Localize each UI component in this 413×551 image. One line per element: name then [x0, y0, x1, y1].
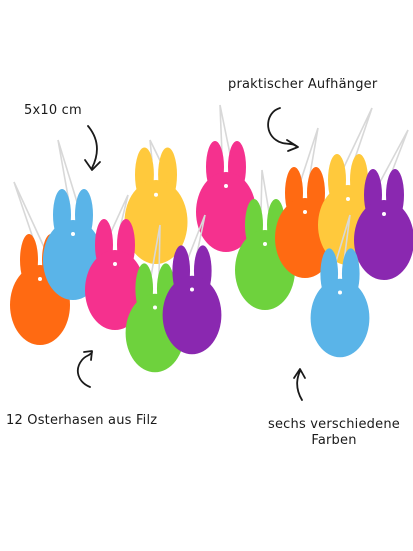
curved-arrow-icon: [293, 368, 306, 401]
colors-label-line1: sechs verschiedene: [268, 417, 400, 432]
felt-bunny: [85, 194, 145, 330]
felt-bunny: [354, 129, 413, 280]
curved-arrow-icon: [267, 107, 299, 152]
felt-bunny: [124, 139, 188, 264]
felt-bunny: [162, 214, 222, 355]
colors-label: sechs verschiedene Farben: [255, 417, 413, 450]
count-label: 12 Osterhasen aus Filz: [6, 413, 158, 428]
size-label: 5x10 cm: [24, 103, 82, 118]
curved-arrow-icon: [84, 125, 101, 171]
colors-label-line2: Farben: [311, 433, 357, 449]
felt-bunny: [196, 104, 256, 252]
hanger-label: praktischer Aufhänger: [228, 77, 378, 92]
curved-arrow-icon: [76, 350, 93, 388]
felt-bunny: [310, 214, 370, 358]
